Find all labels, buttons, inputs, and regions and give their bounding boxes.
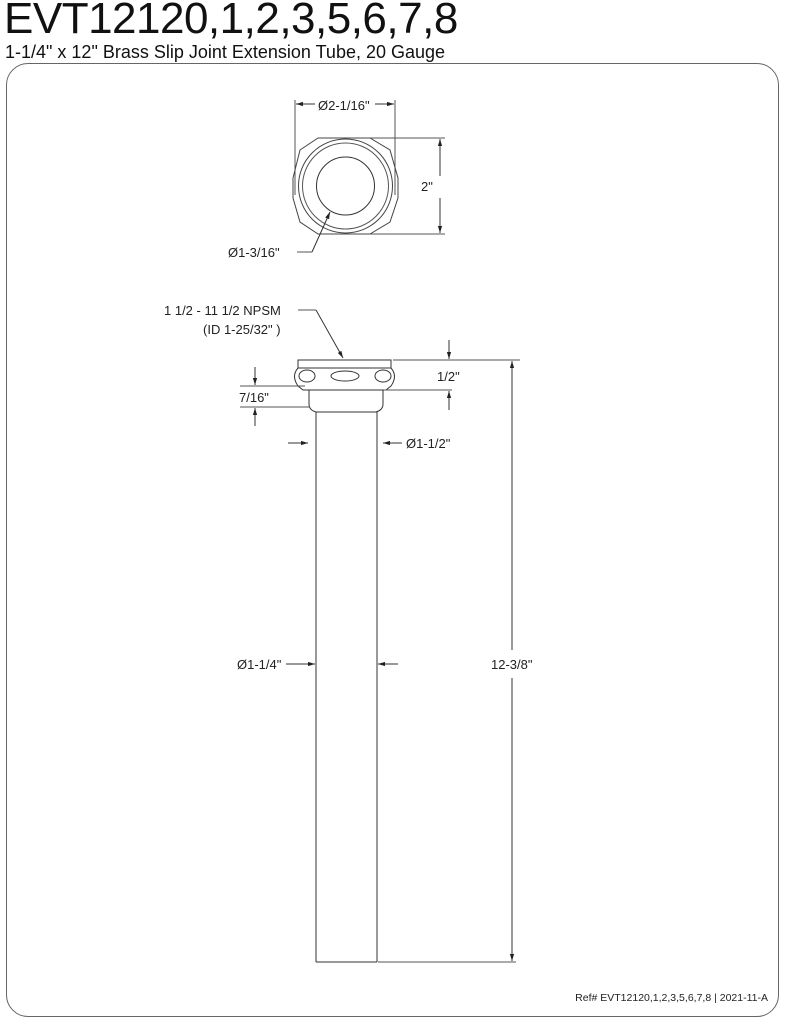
height-label: 2": [421, 179, 433, 194]
reference-footer: Ref# EVT12120,1,2,3,5,6,7,8 | 2021-11-A: [575, 992, 768, 1004]
thread-id-label: (ID 1-25/32" ): [203, 322, 281, 337]
collar-diameter-label: Ø1-1/2": [406, 436, 451, 451]
drawing-frame: [6, 63, 779, 1017]
tube-diameter-label: Ø1-1/4": [237, 657, 282, 672]
product-description: 1-1/4" x 12" Brass Slip Joint Extension …: [5, 42, 446, 62]
overall-length-label: 12-3/8": [491, 657, 533, 672]
top-view: [292, 100, 445, 253]
side-view: [240, 309, 520, 963]
collar-height-label: 7/16": [239, 390, 269, 405]
model-number-title: EVT12120,1,2,3,5,6,7,8: [4, 0, 458, 43]
thread-spec-label: 1 1/2 - 11 1/2 NPSM: [164, 303, 281, 318]
outer-diameter-label: Ø2-1/16": [318, 98, 370, 113]
inner-diameter-label: Ø1-3/16": [228, 245, 280, 260]
nut-height-label: 1/2": [437, 369, 460, 384]
